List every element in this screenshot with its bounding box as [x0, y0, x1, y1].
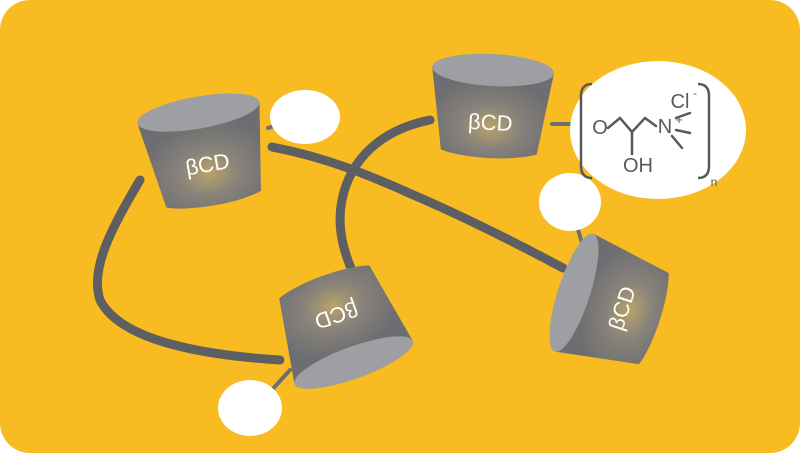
substituent-bubble: [270, 90, 340, 144]
linker-chain: [335, 115, 435, 283]
structure-bonds: [606, 111, 692, 156]
substituent-bubble: [218, 380, 282, 436]
cyclodextrin-1: βCD: [137, 93, 261, 209]
counterion-charge-label: -: [693, 86, 697, 100]
cyclodextrin-rim: [432, 53, 555, 87]
linker-chains: [92, 115, 568, 365]
cyclodextrin-3: βCD: [549, 233, 669, 365]
right-bracket: [697, 82, 711, 180]
cyclodextrin-body: [432, 66, 555, 159]
cyclodextrin-rim: [549, 233, 599, 352]
structure-bubble: [570, 61, 746, 199]
cyclodextrin-rim: [137, 93, 260, 132]
substituent-bubbles: [218, 90, 601, 436]
methyl-bond: [670, 134, 684, 150]
nitrogen-label: N: [658, 116, 672, 138]
repeat-subscript: n: [711, 175, 718, 189]
cyclodextrin-rim: [294, 336, 414, 389]
counterion-label: Cl: [671, 91, 690, 113]
left-bracket: [579, 82, 593, 180]
linker-chain: [267, 142, 568, 273]
cyclodextrin-label: βCD: [468, 109, 514, 136]
methyl-bond: [674, 111, 692, 120]
cyclodextrin-4: βCD: [279, 265, 414, 389]
cyclodextrin-body: [279, 265, 413, 385]
linker-chain: [92, 175, 285, 365]
charge-label: +: [675, 112, 683, 127]
cyclodextrin-2: βCD: [432, 53, 555, 159]
oxygen-label: O: [592, 117, 608, 139]
substituent-structure: O N + Cl - OH n: [570, 61, 746, 199]
hydroxyl-label: OH: [623, 155, 653, 177]
substituent-bubble: [539, 173, 601, 231]
methyl-bond: [674, 128, 692, 135]
stem-line: [268, 368, 292, 394]
